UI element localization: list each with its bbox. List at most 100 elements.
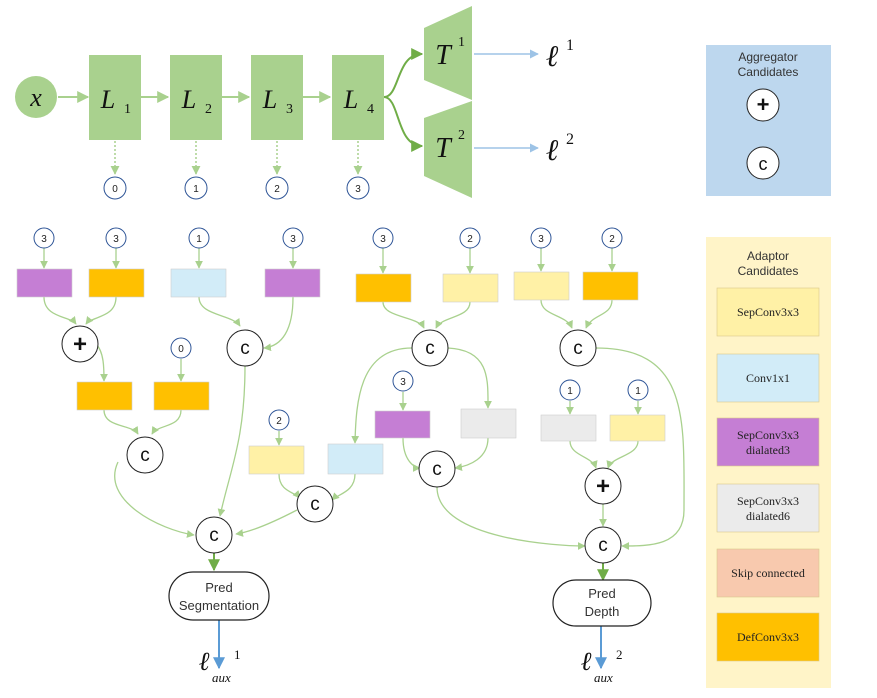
adaptor-candidate-5: Skip connected: [716, 548, 820, 598]
input-feature-index: 1: [188, 227, 210, 249]
layer-2: L 2: [170, 55, 222, 140]
svg-text:1: 1: [635, 386, 641, 397]
svg-text:ℓ: ℓ: [199, 647, 210, 676]
svg-text:c: c: [598, 535, 608, 556]
aggregator-concat-node: c: [195, 516, 233, 554]
tap-index-2: 2: [265, 176, 289, 200]
aggregator-sum-node: +: [61, 325, 99, 363]
layer-3-symbol: L: [262, 85, 277, 114]
adaptor-candidate-label: DefConv3x3: [737, 630, 799, 644]
loss-1-symbol: ℓ: [546, 40, 559, 73]
aggregator-title-line2: Candidates: [738, 65, 799, 79]
input-feature-index: 3: [392, 370, 414, 392]
tap-index-0: 0: [103, 176, 127, 200]
input-feature-index: 0: [170, 337, 192, 359]
input-feature-index: 2: [459, 227, 481, 249]
adaptor-op-orange: [582, 271, 639, 301]
svg-text:c: c: [759, 154, 768, 174]
svg-text:3: 3: [538, 234, 544, 245]
adaptor-candidate-sublabel: dialated3: [746, 443, 790, 457]
adaptor-op-yellow: [442, 273, 499, 303]
adaptor-title-line2: Candidates: [738, 264, 799, 278]
adaptor-candidate-6: DefConv3x3: [716, 612, 820, 662]
svg-text:0: 0: [178, 344, 184, 355]
svg-text:2: 2: [276, 416, 282, 427]
head-1-symbol: T: [435, 40, 453, 71]
svg-text:3: 3: [290, 234, 296, 245]
aggregator-concat-node: c: [559, 329, 597, 367]
aggregator-concat-node: c: [418, 450, 456, 488]
svg-text:3: 3: [41, 234, 47, 245]
svg-text:3: 3: [400, 377, 406, 388]
aggregator-concat-node: c: [226, 329, 264, 367]
adaptor-candidate-label: SepConv3x3: [737, 494, 799, 508]
aggregator-concat-node: c: [296, 485, 334, 523]
adaptor-op-lightblue: [170, 268, 227, 298]
adaptor-candidate-label: Conv1x1: [746, 371, 790, 385]
aggregator-concat-node: c: [411, 329, 449, 367]
svg-text:3: 3: [355, 184, 361, 195]
svg-text:+: +: [596, 473, 610, 500]
aggregator-concat-icon: c: [746, 146, 780, 180]
adaptor-candidate-2: Conv1x1: [716, 353, 820, 403]
svg-text:1: 1: [567, 386, 573, 397]
adaptor-panel: Adaptor Candidates SepConv3x3Conv1x1SepC…: [706, 237, 831, 688]
loss-2-superscript: 2: [566, 131, 574, 148]
svg-text:ℓ: ℓ: [581, 647, 592, 676]
layer-2-symbol: L: [181, 85, 196, 114]
head-2-symbol: T: [435, 133, 453, 164]
svg-text:3: 3: [380, 234, 386, 245]
input-feature-index: 2: [601, 227, 623, 249]
svg-text:c: c: [310, 494, 320, 515]
svg-text:+: +: [73, 331, 87, 358]
input-feature-index: 3: [372, 227, 394, 249]
pred-depth-node: Pred Depth: [552, 579, 652, 627]
svg-text:c: c: [209, 525, 219, 546]
adaptor-candidate-label: SepConv3x3: [737, 305, 799, 319]
input-feature-index: 2: [268, 409, 290, 431]
svg-text:aux: aux: [212, 670, 231, 685]
layer-4: L 4: [332, 55, 384, 140]
pred-segmentation-node: Pred Segmentation: [168, 571, 270, 621]
input-feature-index: 3: [105, 227, 127, 249]
layer-2-subscript: 2: [205, 102, 212, 117]
loss-2-symbol: ℓ: [546, 134, 559, 167]
input-label: x: [29, 83, 42, 112]
adaptor-op-yellow: [513, 271, 570, 301]
svg-text:c: c: [425, 338, 435, 359]
input-feature-index: 3: [33, 227, 55, 249]
aggregator-concat-node: c: [584, 526, 622, 564]
aggregator-title-line1: Aggregator: [738, 50, 797, 64]
svg-text:c: c: [240, 338, 250, 359]
adaptor-candidate-label: Skip connected: [731, 566, 805, 580]
svg-text:1: 1: [234, 647, 241, 662]
svg-text:c: c: [573, 338, 583, 359]
svg-text:2: 2: [274, 184, 280, 195]
adaptor-candidate-label: SepConv3x3: [737, 428, 799, 442]
layer-1: L 1: [89, 55, 141, 140]
svg-text:3: 3: [113, 234, 119, 245]
svg-text:2: 2: [616, 647, 623, 662]
task-head-1: T 1: [424, 6, 472, 100]
head-2-superscript: 2: [458, 128, 465, 143]
adaptor-op-yellow: [609, 414, 666, 442]
adaptor-op-purple: [16, 268, 73, 298]
svg-text:0: 0: [112, 184, 118, 195]
layer-1-symbol: L: [100, 85, 115, 114]
svg-text:1: 1: [196, 234, 202, 245]
graph-edges: [40, 248, 685, 550]
layer-3: L 3: [251, 55, 303, 140]
adaptor-op-orange: [153, 381, 210, 411]
adaptor-op-orange: [355, 273, 412, 303]
svg-text:Segmentation: Segmentation: [179, 598, 259, 613]
adaptor-title-line1: Adaptor: [747, 249, 789, 263]
layer-4-subscript: 4: [367, 102, 374, 117]
svg-text:Pred: Pred: [205, 580, 232, 595]
input-feature-index: 1: [627, 379, 649, 401]
adaptor-op-grey: [460, 408, 517, 439]
head-1-superscript: 1: [458, 35, 465, 50]
adaptor-op-purple: [264, 268, 321, 298]
